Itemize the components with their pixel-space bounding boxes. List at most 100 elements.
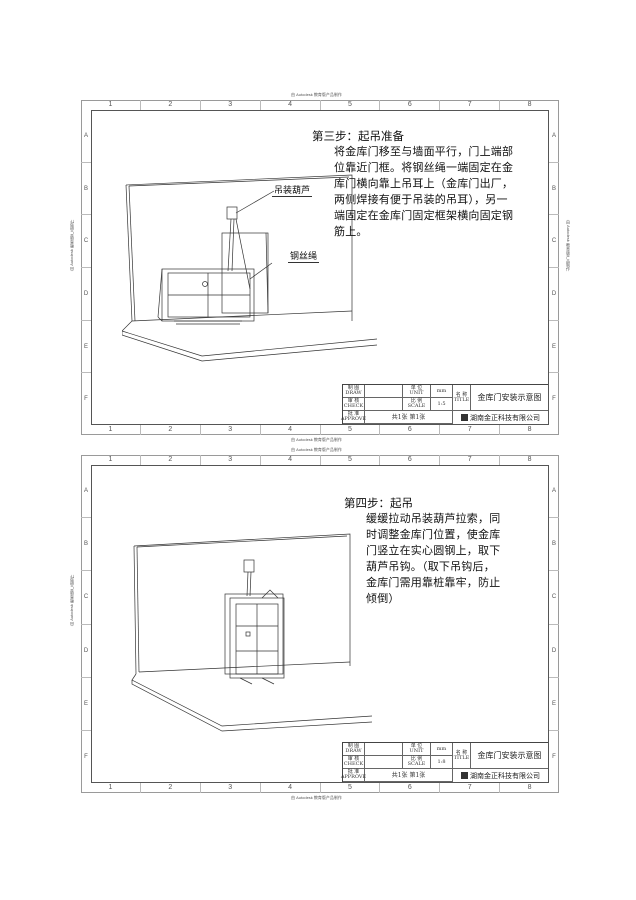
column-label: 2 <box>139 783 200 793</box>
column-ruler-top: 1 2 3 4 5 6 7 8 <box>81 100 559 110</box>
column-label: 1 <box>108 456 113 463</box>
step-description: 第三步：起吊准备 将金库门移至与墙面平行，门上端部 位靠近门框。将钢丝绳一端固定… <box>312 129 513 240</box>
row-label: C <box>549 570 559 623</box>
column-label: 7 <box>439 100 499 110</box>
row-label: D <box>549 267 559 320</box>
column-label: 4 <box>259 455 320 465</box>
step-line: 将金库门移至与墙面平行，门上端部 <box>334 145 514 158</box>
step-line: 端固定在金库门固定框架横向固定钢 <box>334 209 514 222</box>
title-block: 制 图 DRAW 单 位 UNIT mm 审 核 CHECK 比 例 SCALE… <box>340 742 548 782</box>
company-logo-icon <box>461 772 468 779</box>
tb-approve-label: 批 准 APPROVE <box>340 769 367 782</box>
tb-name-label: 名 称 TITLE <box>453 385 471 411</box>
row-ruler-left: A B C D E F <box>81 110 91 425</box>
column-label: 7 <box>439 425 499 435</box>
tb-unit-label: 单 位 UNIT <box>403 385 431 398</box>
step-line: 时调整金库门位置，使金库 <box>366 528 501 541</box>
tb-unit-value: mm <box>431 743 453 756</box>
tb-draw-value <box>365 743 403 756</box>
column-label: 8 <box>499 425 559 435</box>
column-label: 2 <box>139 100 200 110</box>
row-label: D <box>549 623 559 677</box>
column-label: 5 <box>319 783 380 793</box>
column-label: 2 <box>139 455 200 465</box>
column-label: 8 <box>499 783 559 793</box>
tb-name-label: 名 称 TITLE <box>453 743 471 769</box>
column-label: 6 <box>379 425 439 435</box>
callout-steel-wire-rope: 钢丝绳 <box>288 249 320 263</box>
tb-unit-label: 单 位 UNIT <box>403 743 431 756</box>
drawing-area: 第四步：起吊 缓缓拉动吊装葫芦拉索，同 时调整金库门位置，使金库 门竖立在实心圆… <box>91 465 549 783</box>
tb-scale-label: 比 例 SCALE <box>403 398 431 411</box>
column-label: 4 <box>259 100 320 110</box>
tb-drawing-title: 金库门安装示意图 <box>471 743 548 769</box>
step-line: 位靠近门框。将钢丝绳一端固定在金 <box>334 161 514 174</box>
column-label: 3 <box>199 100 260 110</box>
column-label: 7 <box>439 783 499 793</box>
row-label: F <box>549 372 559 425</box>
column-label: 2 <box>139 425 200 435</box>
autodesk-top-note: 由 Autodesk 教育版产品制作 <box>291 447 342 452</box>
tb-company: 湖南金正科技有限公司 <box>453 411 548 424</box>
tb-sheet-info: 共1张 第1张 <box>365 769 453 782</box>
row-label: E <box>81 319 91 373</box>
step-line: 筋上。 <box>334 225 368 238</box>
row-label: C <box>81 570 91 623</box>
vault-door-hoisting-prep-illustration <box>122 174 378 362</box>
row-label: F <box>549 729 559 783</box>
column-label: 5 <box>319 425 380 435</box>
row-label: A <box>551 132 556 139</box>
column-label: 4 <box>259 783 320 793</box>
row-label: D <box>81 267 91 320</box>
step-line: 金库门需用靠桩靠牢，防止 <box>366 576 501 589</box>
column-label: 8 <box>499 100 559 110</box>
callout-hoist: 吊装葫芦 <box>272 183 313 197</box>
autodesk-top-note: 由 Autodesk 教育版产品制作 <box>291 92 342 97</box>
tb-company-name: 湖南金正科技有限公司 <box>470 771 540 780</box>
column-label: 1 <box>108 426 113 433</box>
tb-scale-value: 1:5 <box>431 398 453 411</box>
tb-company: 湖南金正科技有限公司 <box>453 769 548 782</box>
column-label: 7 <box>439 455 499 465</box>
step-description: 第四步：起吊 缓缓拉动吊装葫芦拉索，同 时调整金库门位置，使金库 门竖立在实心圆… <box>344 496 500 607</box>
column-label: 1 <box>108 101 113 108</box>
tb-check-label: 审 核 CHECK <box>343 756 365 769</box>
autodesk-bottom-note: 由 Autodesk 教育版产品制作 <box>291 795 342 800</box>
row-ruler-left: A B C D E F <box>81 465 91 783</box>
step-title: 第四步：起吊 <box>344 496 413 510</box>
step-line: 门竖立在实心圆钢上，取下 <box>366 544 501 557</box>
column-label: 4 <box>259 425 320 435</box>
column-label: 6 <box>379 783 439 793</box>
column-label: 8 <box>499 455 559 465</box>
step-line: 两侧焊接有便于吊装的吊耳），另一 <box>334 193 508 206</box>
step-line: 缓缓拉动吊装葫芦拉索，同 <box>366 512 501 525</box>
column-label: 5 <box>319 100 380 110</box>
row-label: C <box>81 214 91 267</box>
column-ruler-bottom: 1 2 3 4 5 6 7 8 <box>81 783 559 793</box>
step-line: 倾倒） <box>366 592 400 605</box>
step-body: 将金库门移至与墙面平行，门上端部 位靠近门框。将钢丝绳一端固定在金 库门横向靠上… <box>312 144 513 240</box>
autodesk-side-note-left: 由 Autodesk 教育版产品制作 <box>69 575 74 626</box>
step-title: 第三步：起吊准备 <box>312 129 404 143</box>
drawing-sheet-step4: 由 Autodesk 教育版产品制作 1 2 3 4 5 6 7 8 1 2 3… <box>69 447 559 800</box>
tb-company-name: 湖南金正科技有限公司 <box>470 413 540 422</box>
row-label: F <box>81 729 91 783</box>
row-label: E <box>81 676 91 730</box>
row-label: E <box>549 676 559 730</box>
autodesk-side-note-left: 由 Autodesk 教育版产品制作 <box>69 220 74 271</box>
step-line: 库门横向靠上吊耳上（金库门出厂， <box>334 177 514 190</box>
row-label: A <box>83 132 88 139</box>
column-label: 3 <box>199 425 260 435</box>
row-label: B <box>549 517 559 570</box>
column-label: 6 <box>379 100 439 110</box>
tb-approve-label: 批 准 APPROVE <box>340 411 367 424</box>
row-ruler-right: A B C D E F <box>549 110 559 425</box>
tb-draw-label: 制 图 DRAW <box>343 743 365 756</box>
tb-unit-value: mm <box>431 385 453 398</box>
row-label: D <box>81 623 91 677</box>
tb-draw-label: 制 图 DRAW <box>343 385 365 398</box>
column-ruler-top: 1 2 3 4 5 6 7 8 <box>81 455 559 465</box>
company-logo-icon <box>461 414 468 421</box>
vault-door-hoisting-illustration <box>131 533 372 732</box>
tb-draw-value <box>365 385 403 398</box>
